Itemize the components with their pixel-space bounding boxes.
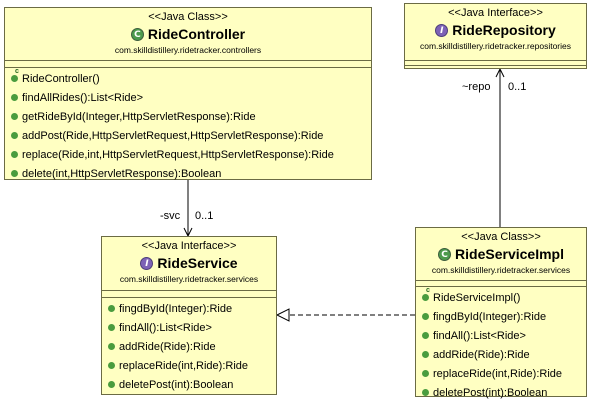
operations-divider xyxy=(102,297,276,298)
public-method-icon xyxy=(11,94,18,101)
ride-repository-interface[interactable]: <<Java Interface>> I RideRepository com.… xyxy=(404,3,587,69)
package-label: com.skilldistillery.ridetracker.services xyxy=(119,274,259,284)
operation-item[interactable]: deletePost(int):Boolean xyxy=(108,375,272,394)
operation-item[interactable]: findAll():List<Ride> xyxy=(422,326,582,345)
operations-divider xyxy=(5,67,371,68)
class-icon: C xyxy=(438,248,452,261)
public-method-icon xyxy=(422,370,429,377)
public-method-icon xyxy=(108,362,115,369)
public-method-icon xyxy=(108,381,115,388)
operations-list: RideServiceImpl() fingdById(Integer):Rid… xyxy=(422,287,582,402)
operation-item[interactable]: findAll():List<Ride> xyxy=(108,318,272,337)
interface-name: RideRepository xyxy=(452,22,556,38)
class-icon: C xyxy=(130,28,144,41)
svc-multiplicity-label: 0..1 xyxy=(195,210,214,222)
package-label: com.skilldistillery.ridetracker.services xyxy=(431,265,571,275)
operation-item[interactable]: delete(int,HttpServletResponse):Boolean xyxy=(11,164,367,183)
public-method-icon xyxy=(11,151,18,158)
public-method-icon xyxy=(11,113,18,120)
operation-item[interactable]: replaceRide(int,Ride):Ride xyxy=(108,356,272,375)
stereotype-label: <<Java Interface>> xyxy=(141,240,237,252)
stereotype-label: <<Java Class>> xyxy=(148,11,228,23)
package-label: com.skilldistillery.ridetracker.reposito… xyxy=(420,41,571,51)
public-method-icon xyxy=(108,305,115,312)
operations-divider xyxy=(416,286,586,287)
operation-item[interactable]: replace(Ride,int,HttpServletRequest,Http… xyxy=(11,145,367,164)
operation-item[interactable]: replaceRide(int,Ride):Ride xyxy=(422,364,582,383)
operation-item[interactable]: findAllRides():List<Ride> xyxy=(11,88,367,107)
public-method-icon xyxy=(422,389,429,396)
package-label: com.skilldistillery.ridetracker.controll… xyxy=(114,45,262,55)
class-name: RideServiceImpl xyxy=(455,246,564,262)
attributes-divider xyxy=(5,60,371,61)
public-method-icon xyxy=(11,170,18,177)
public-method-icon xyxy=(11,132,18,139)
repo-role-label: ~repo xyxy=(462,81,491,93)
attributes-divider xyxy=(416,280,586,281)
repo-arrowhead xyxy=(495,67,505,78)
stereotype-label: <<Java Class>> xyxy=(461,231,541,243)
ride-service-impl-class[interactable]: <<Java Class>> C RideServiceImpl com.ski… xyxy=(415,227,587,399)
operation-item[interactable]: addRide(Ride):Ride xyxy=(422,345,582,364)
operation-item[interactable]: addPost(Ride,HttpServletRequest,HttpServ… xyxy=(11,126,367,145)
public-method-icon xyxy=(422,332,429,339)
operations-list: fingdById(Integer):Ride findAll():List<R… xyxy=(108,299,272,394)
operations-divider xyxy=(405,65,586,66)
repo-multiplicity-label: 0..1 xyxy=(508,81,527,93)
operation-item[interactable]: addRide(Ride):Ride xyxy=(108,337,272,356)
attributes-divider xyxy=(102,290,276,291)
interface-name: RideService xyxy=(157,255,238,271)
public-method-icon xyxy=(108,324,115,331)
class-name: RideController xyxy=(147,26,246,42)
ride-controller-class[interactable]: <<Java Class>> C RideController com.skil… xyxy=(4,7,372,180)
interface-icon: I xyxy=(435,24,449,37)
operation-item[interactable]: RideController() xyxy=(11,68,367,88)
public-method-icon xyxy=(422,313,429,320)
operations-list: RideController() findAllRides():List<Rid… xyxy=(11,68,367,183)
constructor-icon xyxy=(11,68,19,82)
attributes-divider xyxy=(405,60,586,61)
operation-item[interactable]: RideServiceImpl() xyxy=(422,287,582,307)
interface-icon: I xyxy=(140,257,154,270)
svc-role-label: -svc xyxy=(160,210,181,222)
operation-item[interactable]: fingdById(Integer):Ride xyxy=(108,299,272,318)
operation-item[interactable]: fingdById(Integer):Ride xyxy=(422,307,582,326)
realization-arrowhead xyxy=(275,308,290,322)
constructor-icon xyxy=(422,287,430,301)
public-method-icon xyxy=(108,343,115,350)
operation-item[interactable]: getRideById(Integer,HttpServletResponse)… xyxy=(11,107,367,126)
ride-service-interface[interactable]: <<Java Interface>> I RideService com.ski… xyxy=(101,236,277,395)
public-method-icon xyxy=(422,351,429,358)
stereotype-label: <<Java Interface>> xyxy=(448,7,543,19)
operation-item[interactable]: deletePost(int):Boolean xyxy=(422,383,582,402)
